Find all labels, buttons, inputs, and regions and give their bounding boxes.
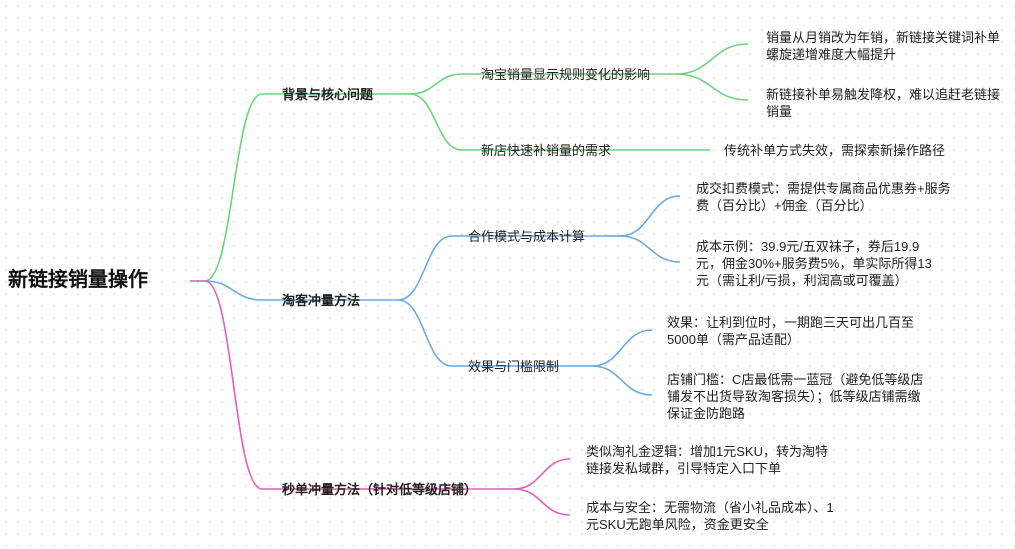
topic-new-store-need[interactable]: 新店快速补销量的需求 xyxy=(481,143,612,158)
leaf-store-threshold[interactable]: 店铺门槛：C店最低需一蓝冠（避免低等级店铺发不出货导致淘客损失）；低等级店铺需缴… xyxy=(667,372,924,421)
link-background-rule xyxy=(409,73,463,95)
leaf-cost-safety[interactable]: 成本与安全：无需物流（省小礼品成本）、1元SKU无跑单风险，资金更安全 xyxy=(586,500,834,532)
topic-sales-display-rule[interactable]: 淘宝销量显示规则变化的影响 xyxy=(481,67,651,82)
link-root-flash xyxy=(204,280,263,490)
leaf-new-link-downrank[interactable]: 新链接补单易触发降权，难以追赶老链接销量 xyxy=(766,87,1001,119)
leaf-traditional-fail[interactable]: 传统补单方式失效，需探索新操作路径 xyxy=(724,143,946,158)
leaf-monthly-to-yearly[interactable]: 销量从月销改为年销，新链接关键词补单螺旋递增难度大幅提升 xyxy=(766,30,1001,62)
leaf-tao-gift-logic[interactable]: 类似淘礼金逻辑：增加1元SKU，转为淘特链接发私域群，引导特定入口下单 xyxy=(586,444,828,476)
leaf-deal-fee-mode[interactable]: 成交扣费模式：需提供专属商品优惠券+服务费（百分比）+佣金（百分比） xyxy=(696,181,951,213)
link-root-background xyxy=(204,93,263,282)
link-root-taoke xyxy=(204,280,263,301)
link-coop-leaf2 xyxy=(619,235,681,263)
branch-flash-order[interactable]: 秒单冲量方法（针对低等级店铺） xyxy=(282,482,478,497)
link-effect-leaf2 xyxy=(591,365,653,396)
topic-cooperation-cost[interactable]: 合作模式与成本计算 xyxy=(468,229,586,244)
link-flash-leaf1 xyxy=(513,458,571,490)
link-flash-leaf2 xyxy=(513,488,571,516)
link-rule-leaf2 xyxy=(675,73,749,101)
branch-background[interactable]: 背景与核心问题 xyxy=(282,87,374,102)
link-taoke-effect xyxy=(397,299,453,367)
leaf-effect[interactable]: 效果：让利到位时，一期跑三天可出几百至5000单（需产品适配） xyxy=(667,315,915,347)
link-effect-leaf1 xyxy=(591,329,653,367)
link-rule-leaf1 xyxy=(675,43,749,75)
branch-taoke[interactable]: 淘客冲量方法 xyxy=(282,293,361,308)
leaf-cost-example[interactable]: 成本示例：39.9元/五双袜子，券后19.9元，佣金30%+服务费5%，单实际所… xyxy=(696,239,932,288)
link-taoke-coop xyxy=(397,235,453,301)
root-topic[interactable]: 新链接销量操作 xyxy=(8,269,148,291)
link-background-need xyxy=(409,93,463,151)
topic-effect-threshold[interactable]: 效果与门槛限制 xyxy=(468,359,560,374)
link-coop-leaf1 xyxy=(619,195,681,237)
